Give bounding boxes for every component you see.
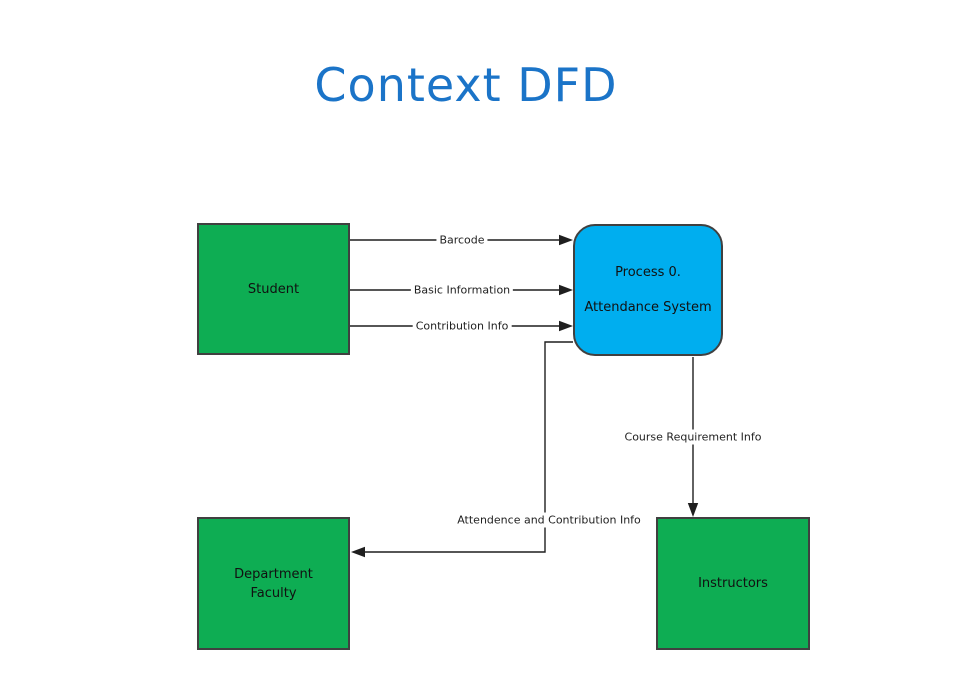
flow-label-attendence-and-contribution-info: Attendence and Contribution Info [454, 512, 644, 528]
process-attendance-system: Process 0. Attendance System [573, 224, 723, 356]
flow-label-barcode: Barcode [436, 232, 488, 248]
arrowhead-basic-information-icon [559, 284, 573, 296]
entity-instructors-label: Instructors [698, 576, 768, 591]
process-label-line1: Process 0. [615, 265, 681, 280]
entity-student: Student [197, 223, 350, 355]
entity-department-faculty: Department Faculty [197, 517, 350, 650]
page-title: Context DFD [314, 58, 618, 112]
process-label-line2: Attendance System [584, 300, 712, 315]
arrowhead-course-requirement-info-icon [687, 503, 699, 517]
entity-department-faculty-label-line1: Department [234, 566, 313, 582]
flow-label-basic-information: Basic Information [410, 282, 514, 298]
entity-student-label: Student [247, 281, 300, 297]
entity-instructors: Instructors [656, 517, 810, 650]
arrowhead-contribution-info-icon [559, 320, 573, 332]
arrowhead-attendence-and-contribution-info-icon [351, 546, 365, 558]
flow-label-course-requirement-info: Course Requirement Info [621, 429, 765, 445]
flow-label-contribution-info: Contribution Info [412, 318, 512, 334]
entity-department-faculty-label-line2: Faculty [250, 585, 297, 601]
arrowhead-barcode-icon [559, 234, 573, 246]
